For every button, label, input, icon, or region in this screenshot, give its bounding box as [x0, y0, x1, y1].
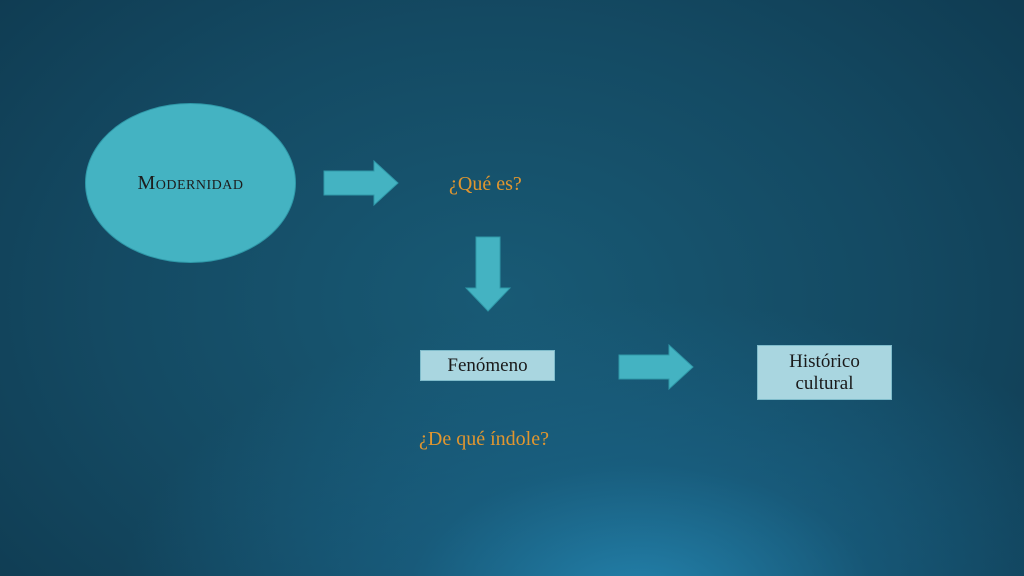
de-que-indole-text: ¿De qué índole?: [419, 428, 549, 450]
modernidad-label: Modernidad: [137, 171, 244, 194]
fenomeno-label: Fenómeno: [447, 354, 528, 376]
que-es-text: ¿Qué es?: [449, 173, 522, 195]
arrow-down-icon: [465, 236, 511, 312]
arrow-right-icon: [618, 343, 694, 391]
cultural-label: cultural: [795, 372, 854, 394]
modernidad-ellipse: Modernidad: [85, 103, 296, 263]
arrow-right-icon: [323, 159, 399, 207]
historico-cultural-box: Histórico cultural: [757, 345, 892, 400]
fenomeno-box: Fenómeno: [420, 350, 555, 381]
historico-label: Histórico: [789, 350, 860, 372]
